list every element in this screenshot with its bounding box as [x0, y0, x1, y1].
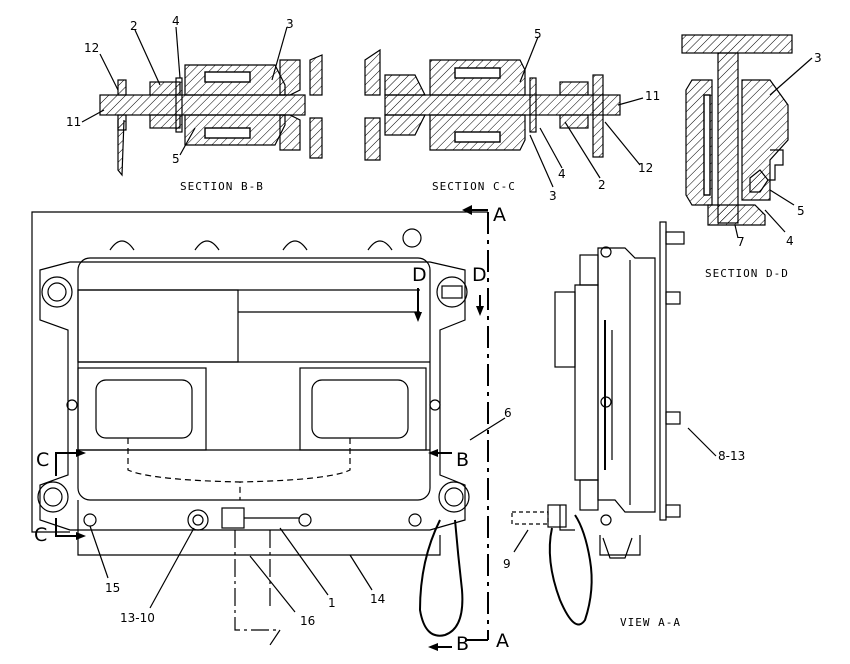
callout-cc-4: 4	[558, 167, 566, 181]
callout-bb-3: 3	[286, 17, 294, 31]
view-aa-leaders	[513, 427, 717, 553]
callout-bb-11: 11	[66, 115, 81, 129]
callout-cc-2: 2	[598, 178, 606, 192]
section-marker-b-mid: B	[456, 449, 469, 471]
section-marker-d-right: D	[472, 264, 487, 286]
section-dd-drawing	[681, 34, 793, 226]
section-dd-caption: SECTION D-D	[705, 267, 789, 280]
section-cc-caption: SECTION C-C	[432, 180, 516, 193]
callout-dd-5: 5	[797, 204, 805, 218]
callout-cc-5: 5	[534, 27, 542, 41]
callout-main-16: 16	[300, 614, 315, 628]
callout-view-8-13: 8-13	[718, 449, 745, 463]
section-marker-b-bottom: B	[456, 633, 469, 655]
callout-cc-12: 12	[638, 161, 653, 175]
section-marker-c-lower: C	[34, 524, 47, 546]
main-module-view	[31, 205, 489, 651]
view-aa-drawing	[511, 221, 685, 626]
callout-dd-7: 7	[737, 235, 745, 249]
callout-bb-5: 5	[172, 152, 180, 166]
section-bb-leaders	[81, 26, 288, 156]
callout-main-14: 14	[370, 592, 385, 606]
callout-main-1: 1	[328, 596, 336, 610]
section-marker-c-upper: C	[36, 449, 49, 471]
section-dd-leaders	[734, 57, 813, 239]
section-cc-drawing	[364, 48, 621, 161]
callout-cc-11: 11	[645, 89, 660, 103]
section-marker-a-bottom: A	[496, 630, 509, 652]
section-bb-caption: SECTION B-B	[180, 180, 264, 193]
callout-view-9: 9	[503, 557, 511, 571]
main-view-leaders	[89, 417, 506, 613]
section-marker-a-top: A	[493, 204, 506, 226]
section-cc-leaders	[519, 36, 644, 188]
callout-bb-4: 4	[172, 14, 180, 28]
callout-dd-4: 4	[786, 234, 794, 248]
callout-main-15: 15	[105, 581, 120, 595]
callout-bb-2: 2	[130, 19, 138, 33]
callout-dd-3: 3	[814, 51, 822, 65]
section-marker-d-left: D	[412, 264, 427, 286]
section-bb-drawing	[99, 54, 323, 177]
callout-main-13-10: 13-10	[120, 611, 155, 625]
callout-main-6: 6	[504, 406, 512, 420]
callout-cc-3: 3	[549, 189, 557, 203]
view-aa-caption: VIEW A-A	[620, 616, 681, 629]
callout-bb-12: 12	[84, 41, 99, 55]
